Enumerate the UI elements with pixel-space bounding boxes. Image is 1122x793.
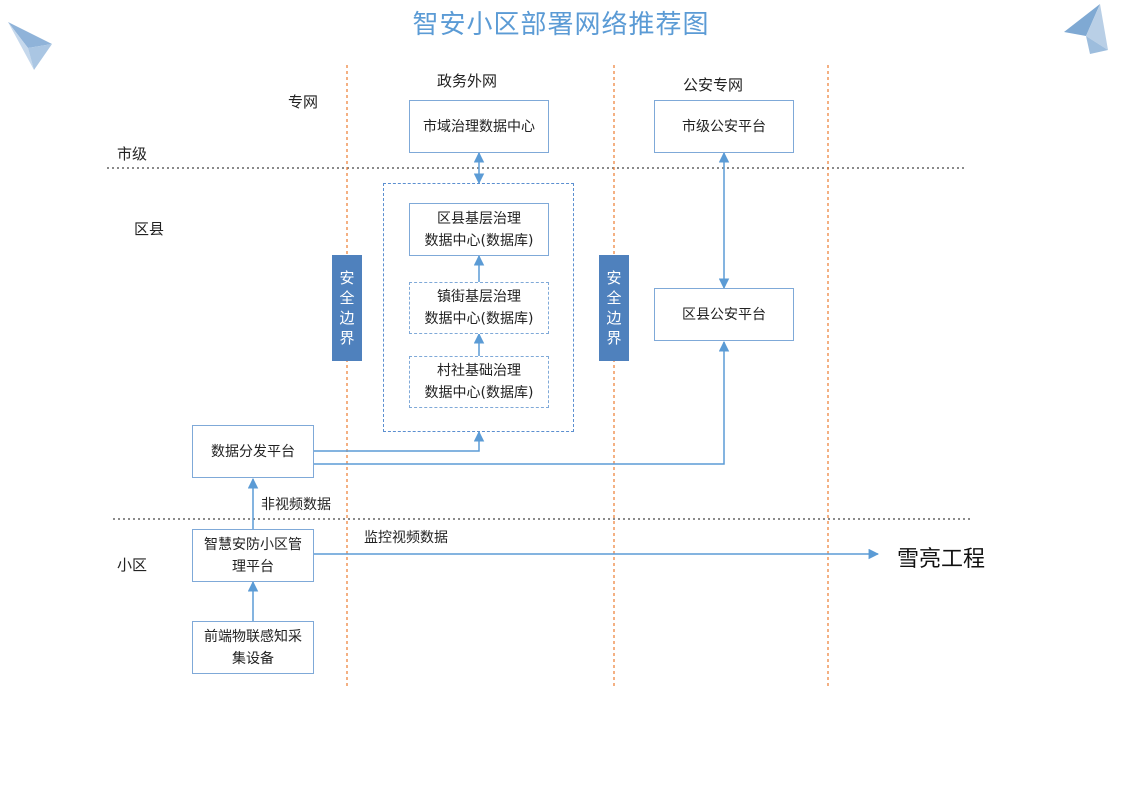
page-title: 智安小区部署网络推荐图: [412, 10, 710, 40]
data-dispatch-platform-node[interactable]: 数据分发平台: [192, 425, 314, 478]
city-governance-center-node[interactable]: 市域治理数据中心: [409, 100, 549, 153]
edge-label-video: 监控视频数据: [364, 530, 448, 546]
level-label-district: 区县: [134, 220, 165, 238]
village-governance-center-node[interactable]: 村社基础治理 数据中心(数据库): [409, 356, 549, 408]
level-label-community: 小区: [117, 556, 148, 574]
security-boundary-right: 安 全 边 界: [599, 255, 629, 361]
zone-label-gov: 政务外网: [437, 72, 498, 90]
arrow-dispatch-group: [314, 430, 485, 452]
level-label-zhuanwang: 专网: [288, 93, 319, 111]
frontend-iot-device-node[interactable]: 前端物联感知采 集设备: [192, 621, 314, 674]
city-police-platform-node[interactable]: 市级公安平台: [654, 100, 794, 153]
district-group-container: [383, 183, 574, 432]
zone-label-police: 公安专网: [683, 76, 744, 94]
xueliang-project-label: 雪亮工程: [897, 547, 986, 572]
district-governance-center-node[interactable]: 区县基层治理 数据中心(数据库): [409, 203, 549, 256]
paper-plane-icon: [8, 22, 52, 70]
arrow-dispatch-police: [314, 340, 730, 465]
district-police-platform-node[interactable]: 区县公安平台: [654, 288, 794, 341]
edge-label-non-video: 非视频数据: [261, 497, 331, 513]
paper-plane-icon: [1064, 4, 1108, 54]
smart-community-platform-node[interactable]: 智慧安防小区管 理平台: [192, 529, 314, 582]
level-label-city: 市级: [117, 145, 148, 163]
security-boundary-left: 安 全 边 界: [332, 255, 362, 361]
town-governance-center-node[interactable]: 镇街基层治理 数据中心(数据库): [409, 282, 549, 334]
